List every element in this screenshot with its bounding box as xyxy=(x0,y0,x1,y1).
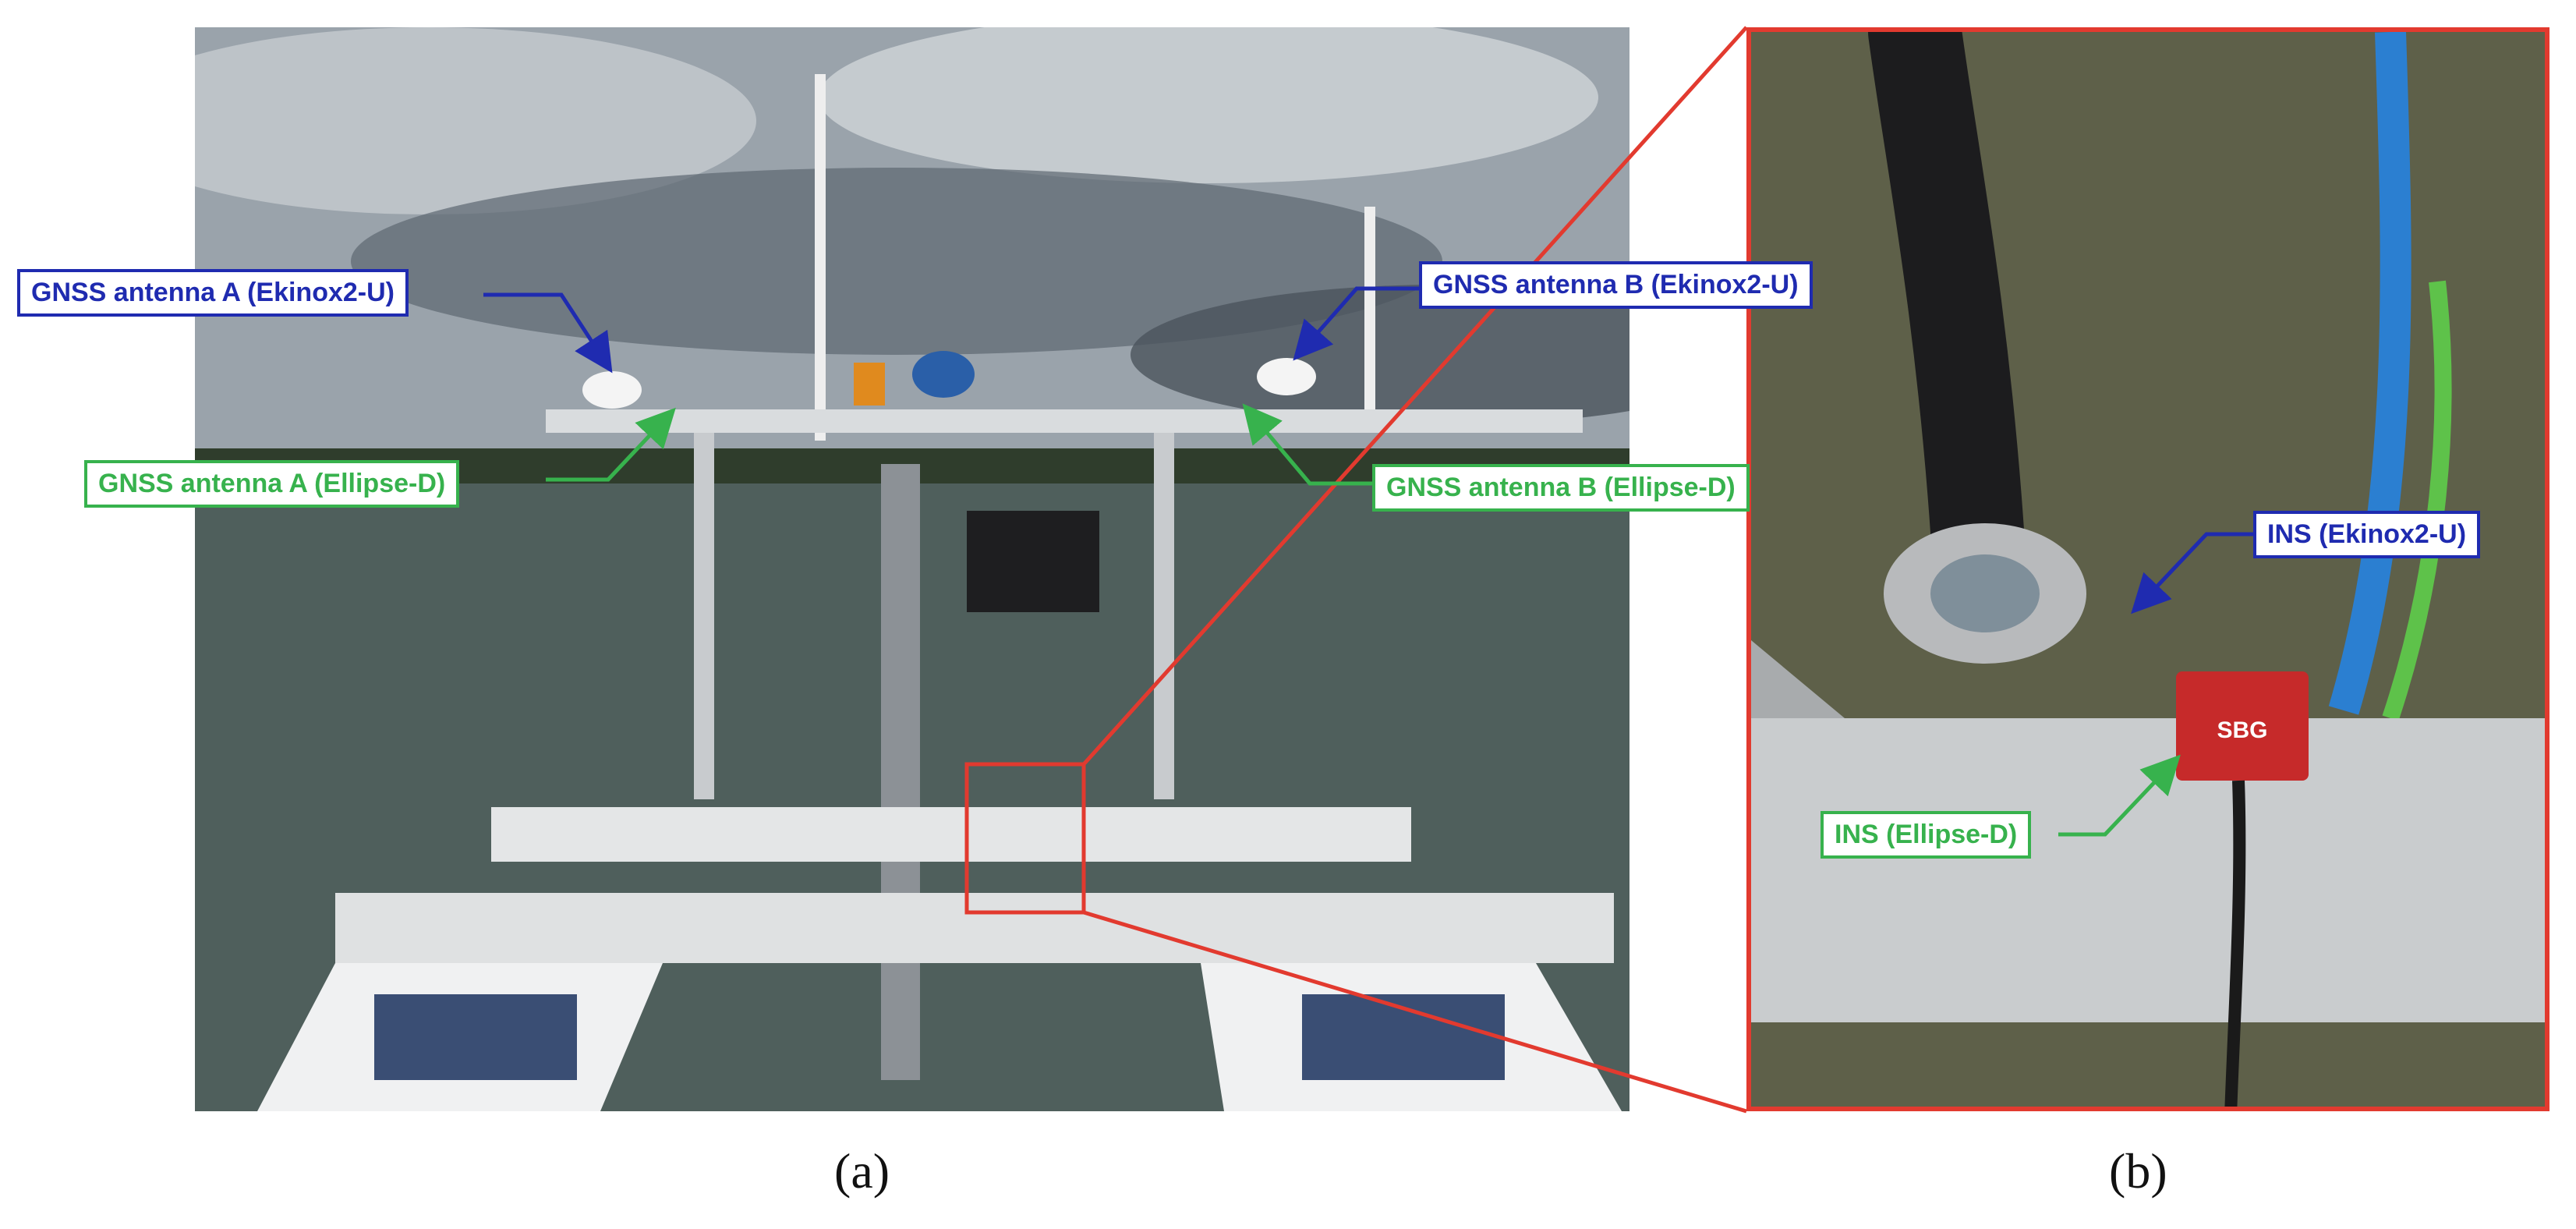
zoom-connector-bottom xyxy=(1083,910,1747,1114)
mast-right xyxy=(1364,207,1375,433)
ins-brand-text: SBG xyxy=(2217,717,2267,743)
cloud xyxy=(351,168,1442,355)
mast-left xyxy=(815,74,826,441)
cross-beam xyxy=(491,807,1411,862)
label-ins-ellipse: INS (Ellipse-D) xyxy=(1821,811,2032,859)
closeup-photo: SBG xyxy=(1746,27,2549,1111)
arrow-ins-ellipse xyxy=(2058,754,2181,837)
monitor-box xyxy=(967,511,1099,612)
blue-cable xyxy=(2328,32,2411,715)
label-gnss-b-ekinox: GNSS antenna B (Ekinox2-U) xyxy=(1419,261,1813,310)
radar-dome xyxy=(912,351,975,398)
solar-panel-left xyxy=(374,994,577,1080)
deck-beam xyxy=(335,893,1614,963)
antenna-platform xyxy=(546,409,1583,433)
caption-b: (b) xyxy=(2109,1142,2167,1200)
gnss-antenna-b-dome xyxy=(1257,358,1316,395)
arrow-gnss-a-ellipse xyxy=(546,407,676,482)
label-gnss-a-ellipse: GNSS antenna A (Ellipse-D) xyxy=(84,460,460,508)
label-ins-ekinox: INS (Ekinox2-U) xyxy=(2253,511,2481,559)
caption-a: (a) xyxy=(834,1142,890,1200)
arrow-gnss-b-ellipse xyxy=(1242,403,1372,486)
label-gnss-b-ellipse: GNSS antenna B (Ellipse-D) xyxy=(1372,464,1750,512)
closeup-illustration: SBG xyxy=(1751,32,2545,1107)
gnss-antenna-a-dome xyxy=(582,371,642,409)
zoom-region-box xyxy=(964,762,1086,915)
center-pole xyxy=(881,464,920,1080)
beacon-light xyxy=(854,363,885,406)
caption-b-text: (b) xyxy=(2109,1143,2167,1199)
ellipse-ins-box xyxy=(2176,671,2309,781)
beam-side xyxy=(1751,640,1845,718)
green-cable xyxy=(2382,280,2452,721)
ins-cable xyxy=(2224,780,2246,1107)
arrow-gnss-a-ekinox xyxy=(483,292,613,374)
cloud xyxy=(819,27,1598,183)
ekinox-core xyxy=(1930,554,2040,632)
label-gnss-a-ekinox: GNSS antenna A (Ekinox2-U) xyxy=(17,269,409,317)
cable-hose xyxy=(1868,32,2024,578)
boat-illustration xyxy=(195,27,1629,1111)
aluminium-beam xyxy=(1751,718,2545,1022)
zoom-connector-top xyxy=(1082,26,1748,766)
cloud xyxy=(195,27,756,214)
frame-leg xyxy=(694,433,714,799)
cloud xyxy=(1131,285,1629,425)
arrow-gnss-b-ekinox xyxy=(1293,286,1419,361)
arrow-ins-ekinox xyxy=(2131,532,2253,614)
frame-leg xyxy=(1154,433,1174,799)
boat-photo xyxy=(195,27,1629,1111)
caption-a-text: (a) xyxy=(834,1143,890,1199)
